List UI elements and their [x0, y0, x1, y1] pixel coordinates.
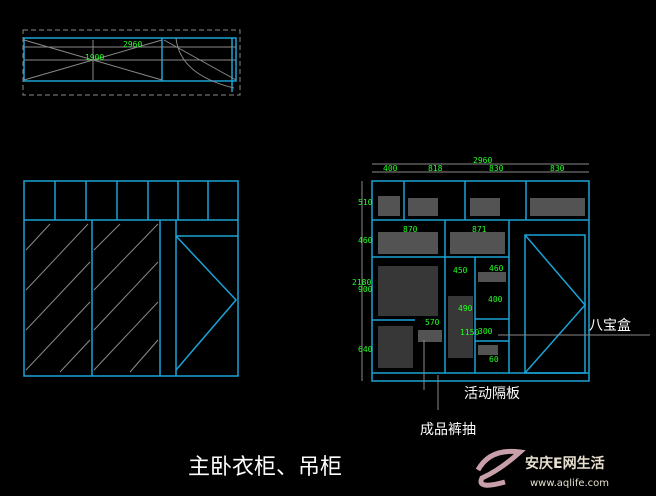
callout-drawer: 成品裤抽 [420, 422, 476, 438]
dim-inner: 871 [472, 225, 487, 234]
dim-total-width: 2960 [473, 156, 492, 165]
dim-top-width: 830 [489, 164, 504, 173]
drawing-title: 主卧衣柜、吊柜 [188, 455, 342, 480]
dim-left-height: 460 [358, 236, 373, 245]
dim-inner: 400 [488, 295, 503, 304]
dim-inner: 490 [458, 304, 473, 313]
plan-dim-total: 2960 [123, 40, 142, 49]
plan-dim-inner: 1900 [85, 53, 104, 62]
dim-inner: 1150 [460, 328, 479, 337]
dim-inner: 450 [453, 266, 468, 275]
callout-box: 八宝盒 [589, 317, 631, 334]
dim-left-height: 510 [358, 198, 373, 207]
watermark-brand: 安庆E网生活 [525, 455, 605, 472]
dim-inner: 570 [425, 318, 440, 327]
interior-elevation: 2960 400 818 830 830 510 460 2180 900 64… [352, 156, 650, 410]
callout-shelf: 活动隔板 [464, 386, 520, 402]
dim-left-height: 900 [358, 285, 373, 294]
dim-top-width: 400 [383, 164, 398, 173]
dim-top-width: 818 [428, 164, 443, 173]
dim-inner: 460 [489, 264, 504, 273]
watermark-logo: 安庆E网生活 www.aqlife.com [475, 448, 609, 489]
dim-inner: 300 [478, 327, 493, 336]
dim-left-height: 640 [358, 345, 373, 354]
front-elevation [23, 180, 239, 377]
watermark-url: www.aqlife.com [530, 478, 609, 489]
plan-view: 2960 1900 [22, 29, 241, 96]
dim-inner: 870 [403, 225, 418, 234]
dim-top-width: 830 [550, 164, 565, 173]
dim-inner: 60 [489, 355, 499, 364]
dim-left-height: 2180 [352, 278, 371, 287]
